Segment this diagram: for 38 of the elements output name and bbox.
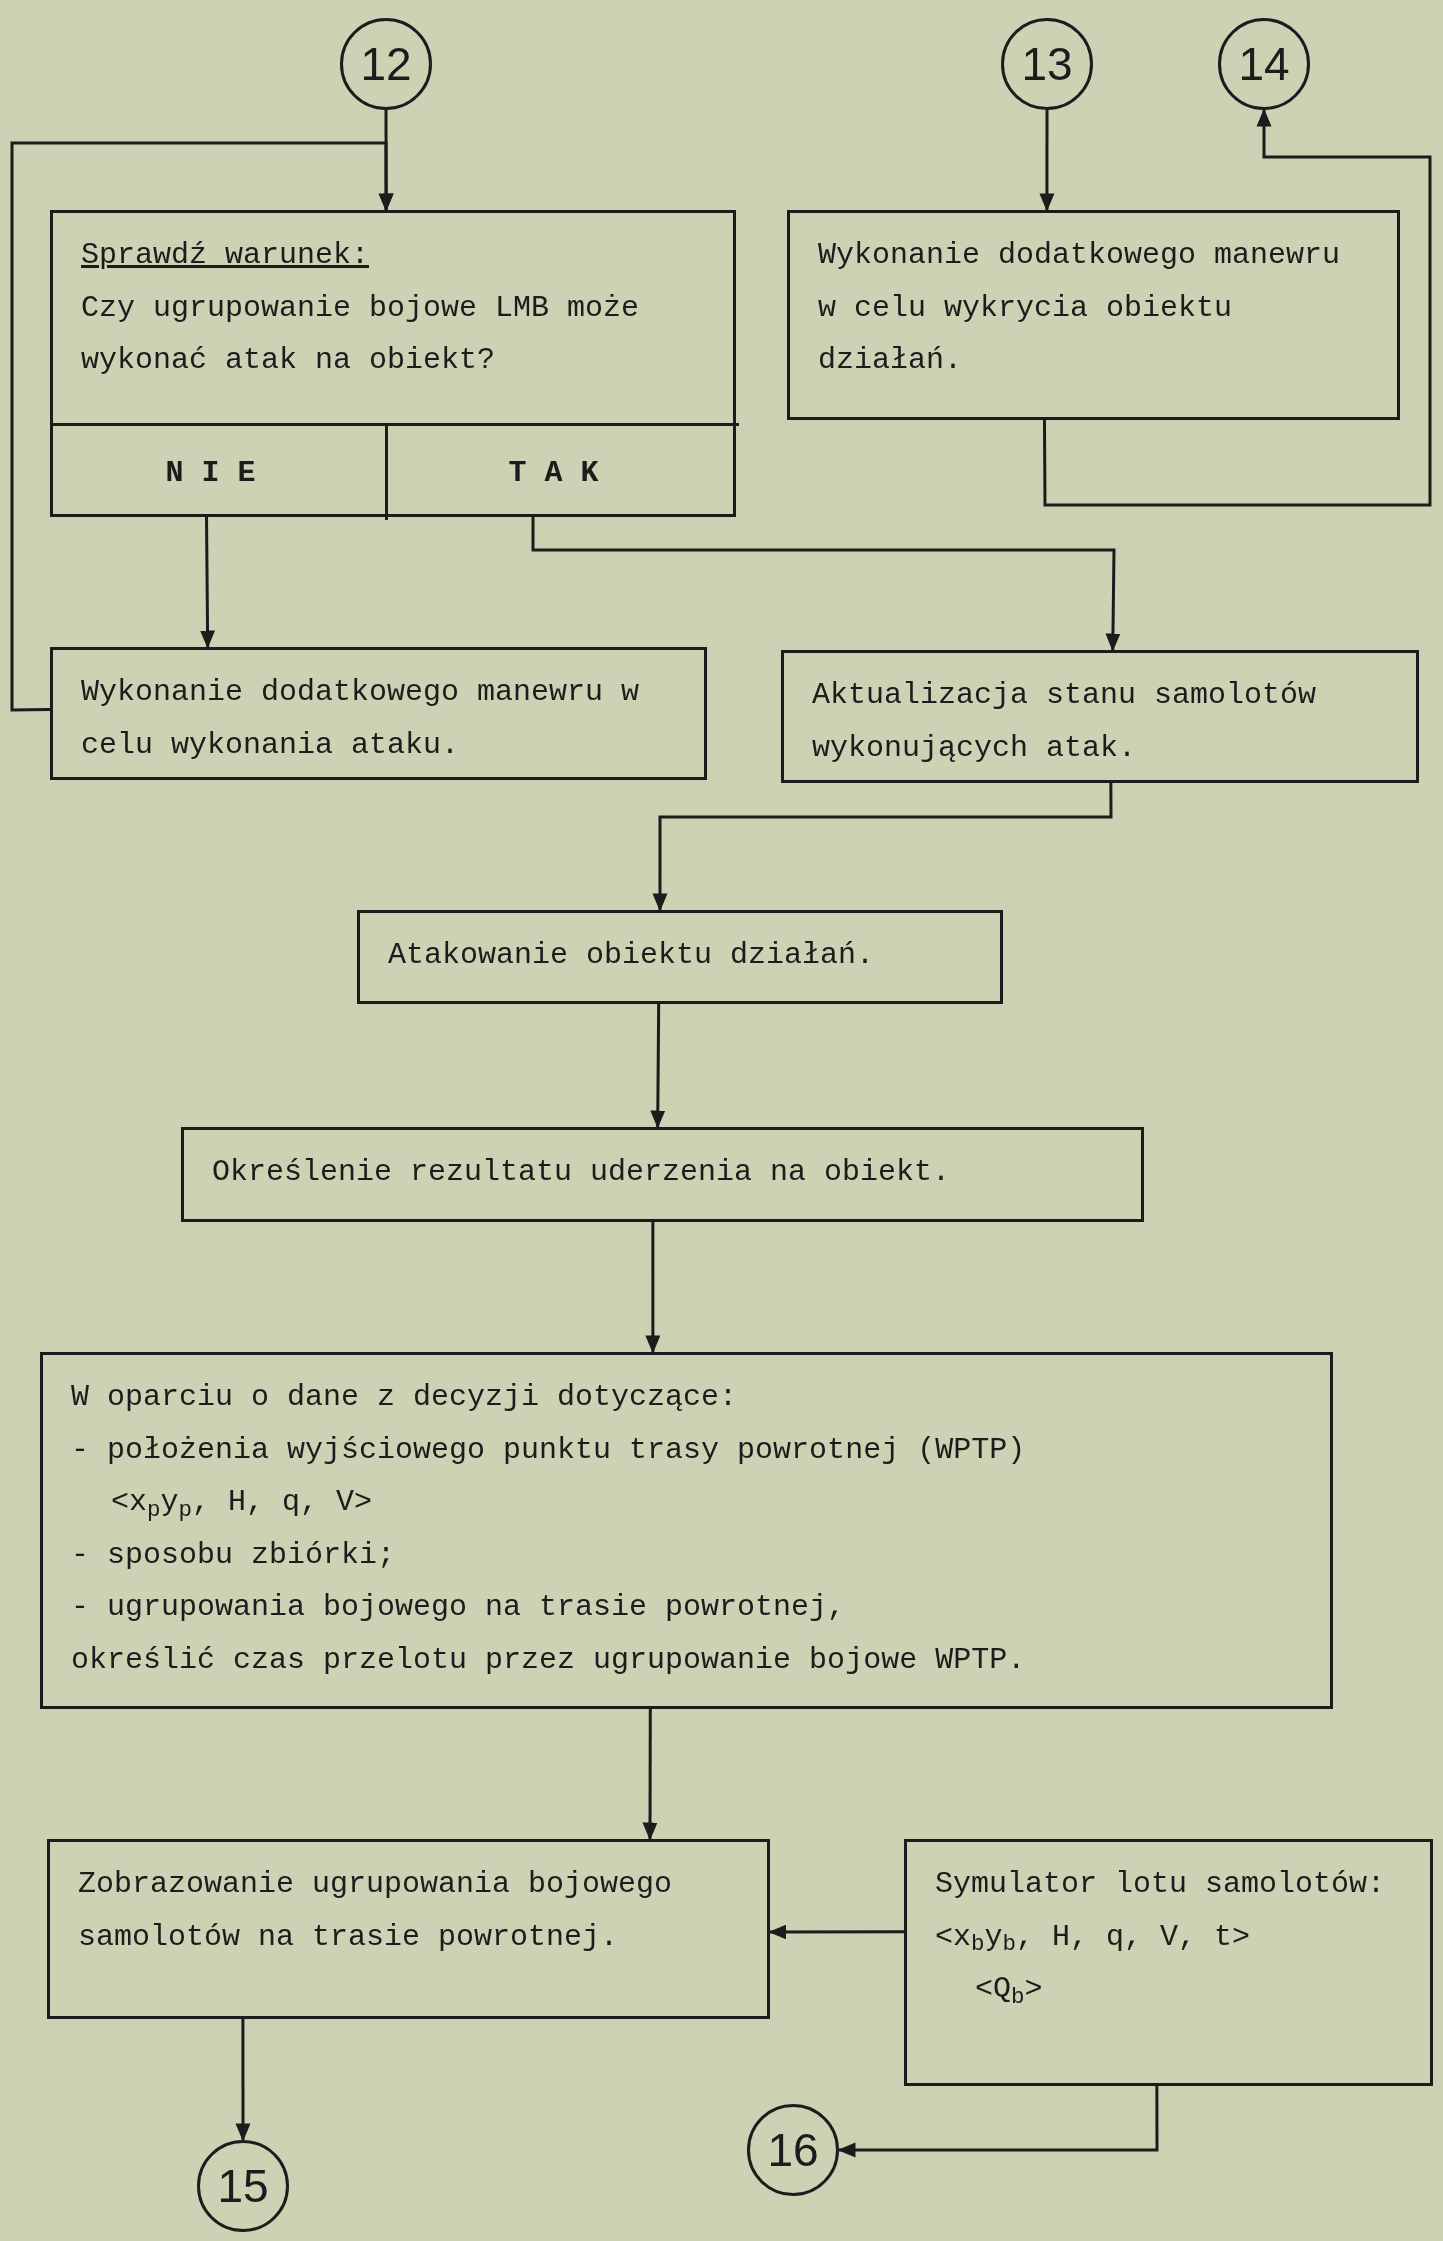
arrow bbox=[837, 2086, 1159, 2158]
formula-text: <x$_{b}$y$_{b}$, H, q, V, t> bbox=[935, 1918, 1252, 1960]
box-text: Czy ugrupowanie bojowe LMB może wykonać atak na obiekt? bbox=[81, 289, 641, 379]
box-text: Wykonanie dodatkowego manewru w celu wykrycia obiektu działań. bbox=[818, 237, 1342, 379]
arrow bbox=[642, 1709, 658, 1841]
arrow bbox=[1039, 110, 1055, 212]
arrow bbox=[531, 517, 1121, 652]
arrow bbox=[1042, 108, 1432, 507]
process-box bbox=[904, 1839, 1433, 2086]
process-box bbox=[787, 210, 1400, 420]
box-text: Symulator lotu samolotów: bbox=[935, 1866, 1387, 1903]
box-text: Atakowanie obiektu działań. bbox=[388, 937, 876, 974]
box-text: określić czas przelotu przez ugrupowanie bojowe WPTP. bbox=[71, 1641, 1027, 1679]
process-box bbox=[40, 1352, 1333, 1709]
condition-heading: Sprawdź warunek: bbox=[81, 237, 371, 274]
process-box bbox=[50, 647, 707, 780]
process-box bbox=[181, 1127, 1144, 1222]
formula-text: <x$_{p}$y$_{p}$, H, q, V> bbox=[110, 1484, 374, 1525]
arrow bbox=[645, 1222, 661, 1354]
box-text: - ugrupowania bojowego na trasie powrotnej, bbox=[71, 1589, 847, 1626]
process-box bbox=[47, 1839, 770, 2019]
decision-box bbox=[50, 210, 736, 517]
arrow bbox=[10, 141, 394, 712]
arrow bbox=[652, 783, 1113, 912]
process-box bbox=[781, 650, 1419, 783]
arrow bbox=[650, 1004, 666, 1129]
box-text: - położenia wyjściowego punktu trasy powrotnej (WPTP) bbox=[71, 1431, 1027, 1469]
process-box bbox=[357, 910, 1003, 1004]
arrow bbox=[200, 517, 216, 649]
box-text: Wykonanie dodatkowego manewru w celu wykonania ataku. bbox=[81, 674, 641, 764]
arrow bbox=[235, 2019, 251, 2142]
arrow bbox=[768, 1924, 904, 1940]
box-text: Zobrazowanie ugrupowania bojowego samolotów na trasie powrotnej. bbox=[78, 1866, 674, 1956]
box-text: Aktualizacja stanu samolotów wykonujących atak. bbox=[812, 677, 1318, 767]
box-text: Określenie rezultatu uderzenia na obiekt. bbox=[212, 1154, 952, 1191]
formula-text: <Q$_{b}$> bbox=[974, 1971, 1044, 2012]
box-text: W oparciu o dane z decyzji dotyczące: bbox=[71, 1379, 739, 1416]
box-text: - sposobu zbiórki; bbox=[71, 1536, 397, 1574]
